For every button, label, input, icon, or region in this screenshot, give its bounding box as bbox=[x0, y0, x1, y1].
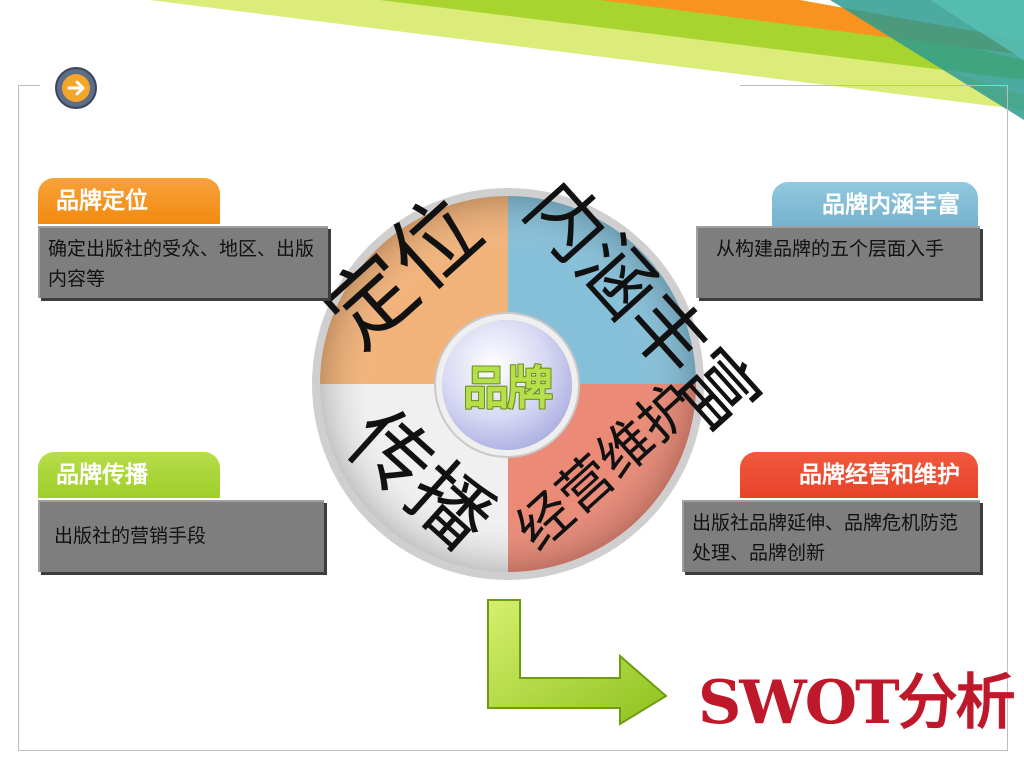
frame-right bbox=[1007, 85, 1008, 750]
card-communication-title: 品牌传播 bbox=[38, 452, 220, 498]
card-operation-body: 出版社品牌延伸、品牌危机防范处理、品牌创新 bbox=[682, 500, 980, 572]
card-connotation-title: 品牌内涵丰富 bbox=[772, 182, 978, 228]
frame-bottom bbox=[18, 750, 1008, 751]
arrow-right-icon[interactable] bbox=[54, 66, 98, 110]
brand-center: 品牌 bbox=[442, 320, 572, 450]
frame-top-left bbox=[18, 85, 40, 86]
card-positioning-body: 确定出版社的受众、地区、出版内容等 bbox=[38, 226, 328, 298]
brand-cycle-diagram bbox=[312, 188, 704, 580]
frame-left bbox=[18, 85, 19, 750]
center-label: 品牌 bbox=[463, 361, 553, 415]
arrow-to-swot-icon bbox=[487, 599, 668, 726]
card-connotation-body: 从构建品牌的五个层面入手 bbox=[696, 226, 980, 298]
decorative-swoosh bbox=[150, 0, 1024, 120]
swot-analysis-label: SWOT分析 bbox=[698, 668, 1016, 738]
card-operation-title: 品牌经营和维护 bbox=[740, 452, 978, 498]
card-positioning-title: 品牌定位 bbox=[38, 178, 220, 224]
frame-top-right bbox=[740, 85, 1008, 86]
card-communication-body: 出版社的营销手段 bbox=[38, 500, 324, 572]
